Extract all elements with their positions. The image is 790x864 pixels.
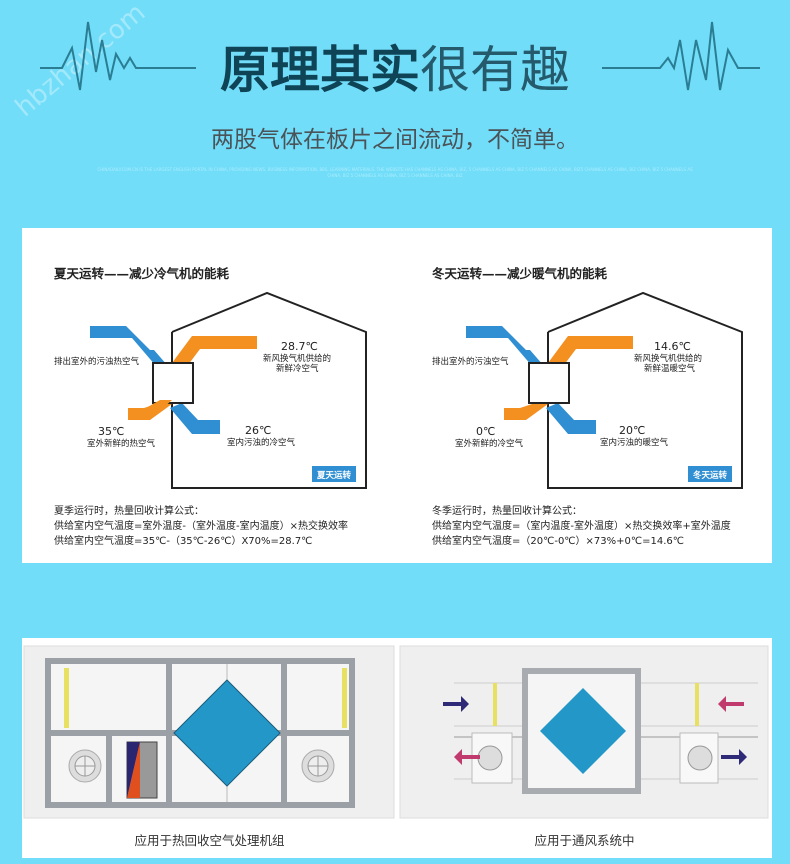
supply-temp: 14.6℃	[654, 340, 691, 353]
fan-icon	[477, 745, 503, 771]
arrow-right-icon	[443, 696, 469, 712]
winter-diagram: 冬天运转——减少暖气机的能耗 排出室外的污浊空气 14.6℃ 新风换气机供给的 …	[432, 266, 743, 547]
principle-panel: 夏天运转——减少冷气机的能耗 排出室外的污浊热空气 28.7℃ 新风换气机供给的…	[22, 228, 772, 563]
winter-formula-3: 供给室内空气温度=（20℃-0℃）×73%+0℃=14.6℃	[432, 534, 684, 547]
winter-formula-2: 供给室内空气温度=（室内温度-室外温度）×热交换效率+室外温度	[432, 519, 731, 532]
arrow-left-icon	[454, 749, 480, 765]
pulse-line-right	[602, 21, 760, 91]
supply-label-1: 新风换气机供给的	[634, 353, 702, 364]
indoor-label: 室内污浊的暖空气	[600, 437, 669, 448]
supply-label-2: 新鲜冷空气	[276, 363, 319, 374]
right-caption: 应用于通风系统中	[534, 833, 635, 848]
exhaust-label: 排出室外的污浊热空气	[54, 356, 140, 367]
pulse-line-left	[40, 21, 196, 91]
outdoor-label: 室外新鲜的冷空气	[455, 438, 524, 449]
summer-formula-1: 夏季运行时，热量回收计算公式：	[54, 504, 204, 517]
applications-panel: 应用于热回收空气处理机组 应用于通风系统中	[22, 638, 772, 858]
heat-exchanger-core-icon	[540, 688, 626, 774]
page-title: 原理其实很有趣	[0, 30, 790, 102]
summer-title: 夏天运转——减少冷气机的能耗	[53, 266, 230, 281]
subtitle: 两股气体在板片之间流动，不简单。	[211, 127, 579, 153]
title-bold: 原理其实	[220, 41, 420, 99]
outdoor-label: 室外新鲜的热空气	[87, 438, 156, 449]
winter-formula-1: 冬季运行时，热量回收计算公式：	[432, 504, 582, 517]
fine-print: CHINADAILY.COM.CN IS THE LARGEST ENGLISH…	[97, 167, 693, 178]
supply-label-2: 新鲜温暖空气	[644, 363, 696, 374]
summer-formula-2: 供给室内空气温度=室外温度-（室外温度-室内温度）×热交换效率	[54, 519, 348, 532]
supply-temp: 28.7℃	[281, 340, 318, 353]
seasonal-diagrams: 夏天运转——减少冷气机的能耗 排出室外的污浊热空气 28.7℃ 新风换气机供给的…	[53, 266, 743, 547]
winter-title: 冬天运转——减少暖气机的能耗	[432, 266, 608, 281]
exhaust-label: 排出室外的污浊空气	[432, 356, 509, 367]
title-light: 很有趣	[420, 41, 570, 99]
ventilation-system-illustration	[399, 645, 769, 819]
heating-coil-icon	[126, 741, 158, 799]
application-illustrations	[23, 645, 769, 819]
fan-icon	[301, 749, 335, 783]
summer-badge: 夏天运转	[316, 470, 352, 481]
pulse-lines-decoration	[40, 21, 760, 91]
indoor-label: 室内污浊的冷空气	[227, 437, 296, 448]
arrow-right-icon	[721, 749, 747, 765]
outdoor-temp: 35℃	[98, 425, 124, 438]
left-caption: 应用于热回收空气处理机组	[134, 833, 285, 848]
heat-exchanger-core-icon	[173, 679, 281, 787]
winter-badge: 冬天运转	[693, 470, 728, 481]
outdoor-temp: 0℃	[476, 425, 495, 438]
indoor-temp: 26℃	[245, 424, 271, 437]
air-handling-unit-illustration	[23, 645, 395, 819]
summer-formula-3: 供给室内空气温度=35℃-（35℃-26℃）X70%=28.7℃	[54, 534, 312, 547]
arrow-left-icon	[718, 696, 744, 712]
fan-icon	[68, 749, 102, 783]
supply-label-1: 新风换气机供给的	[263, 353, 331, 364]
summer-diagram: 夏天运转——减少冷气机的能耗 排出室外的污浊热空气 28.7℃ 新风换气机供给的…	[53, 266, 367, 547]
fan-icon	[687, 745, 713, 771]
indoor-temp: 20℃	[619, 424, 645, 437]
